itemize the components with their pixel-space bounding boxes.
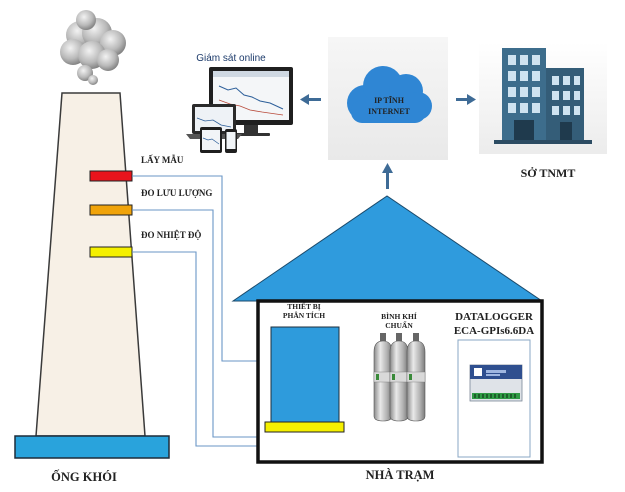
gas-cylinder-icon (373, 333, 426, 422)
datalogger-device-icon (469, 364, 523, 402)
sampling-line (132, 175, 270, 362)
online-monitoring: Giám sát online (186, 53, 293, 153)
station-label: NHÀ TRẠM (366, 468, 435, 482)
office-building-icon (494, 48, 592, 144)
internet-cloud: IP TĨNH INTERNET (328, 37, 448, 160)
arrow-to-agency (456, 94, 476, 105)
gas-label-line1: BÌNH KHÍ (381, 311, 417, 321)
temperature-sensor (89, 246, 133, 258)
analyzer-base (264, 421, 345, 433)
agency-label: SỞ TNMT (521, 166, 576, 180)
sampling-label: LẤY MẪU (141, 155, 184, 165)
datalogger-label-line2: ECA-GPIs6.6DA (454, 325, 534, 337)
analyzer-label-line2: PHÂN TÍCH (283, 310, 325, 320)
arrow-to-cloud (382, 163, 393, 189)
stack-base (14, 435, 170, 459)
sampling-sensor (89, 170, 133, 182)
datalogger-label-line1: DATALOGGER (455, 311, 534, 323)
cloud-label-line1: IP TĨNH (374, 96, 405, 105)
stack-label: ỐNG KHÓI (51, 469, 117, 484)
datalogger: DATALOGGER ECA-GPIs6.6DA (454, 311, 534, 458)
arrow-to-monitor (300, 94, 321, 105)
monitor-devices-icon (186, 67, 293, 153)
flow-label: ĐO LƯU LƯỢNG (141, 188, 212, 198)
calibration-gas: BÌNH KHÍ CHUẨN (373, 311, 426, 422)
monitor-label: Giám sát online (196, 53, 266, 64)
flow-sensor (89, 204, 133, 216)
flow-arrows (300, 94, 476, 189)
analyzer-cabinet (270, 326, 340, 423)
smoke-icon (60, 10, 126, 85)
environment-agency: SỞ TNMT (479, 42, 607, 180)
cloud-label-line2: INTERNET (368, 107, 410, 116)
stack-body (35, 92, 146, 437)
cloud-icon (347, 66, 432, 123)
gas-label-line2: CHUẨN (385, 320, 413, 330)
analyzer-label-line1: THIẾT BỊ (287, 301, 321, 311)
analyzer-unit: THIẾT BỊ PHÂN TÍCH (264, 301, 345, 433)
temperature-label: ĐO NHIỆT ĐỘ (141, 230, 201, 240)
house-roof (231, 195, 544, 302)
